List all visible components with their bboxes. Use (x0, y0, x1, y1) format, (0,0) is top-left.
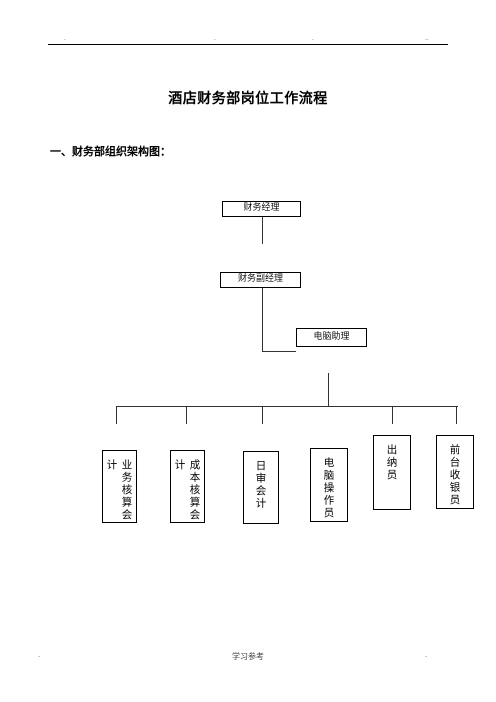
box-manager-label: 财务经理 (243, 203, 280, 213)
box-position-2: 成本核算会计 (170, 450, 205, 523)
position-label-2: 成本核算会计 (173, 459, 201, 522)
footer-left-mark: . (38, 651, 41, 659)
connector-trunk (328, 373, 329, 407)
box-assistant-label: 电脑助理 (313, 332, 350, 342)
connector-manager-deputy (262, 217, 263, 244)
document-title: 酒店财务部岗位工作流程 (168, 91, 328, 107)
connector-deputy-down (262, 288, 263, 351)
connector-bus (116, 406, 458, 407)
connector-to-assistant (262, 351, 296, 352)
box-position-5: 出纳员 (373, 435, 411, 510)
footer-right-mark: . (425, 651, 428, 659)
drop-1 (116, 406, 117, 424)
header-mark-1: . (64, 35, 66, 42)
position-label-3: 日审会计 (254, 460, 267, 510)
box-position-3: 日审会计 (243, 451, 279, 524)
drop-6 (456, 406, 457, 424)
position-label-4: 电脑操作员 (322, 457, 335, 520)
position-label-1: 业务核算会计 (105, 459, 133, 522)
box-position-1: 业务核算会计 (102, 450, 137, 523)
box-position-6: 前台收银员 (436, 435, 474, 509)
drop-3 (262, 406, 263, 424)
position-label-6: 前台收银员 (448, 444, 461, 507)
drop-5 (392, 406, 393, 424)
box-deputy-label: 财务副经理 (237, 274, 283, 284)
header-mark-4: .. (425, 35, 429, 42)
header-rule (48, 44, 448, 45)
header-mark-2: . (214, 35, 216, 42)
box-manager: 财务经理 (222, 201, 301, 217)
footer-text: 学习参考 (232, 652, 264, 661)
position-label-5: 出纳员 (385, 444, 398, 482)
box-position-4: 电脑操作员 (310, 448, 348, 522)
drop-2 (186, 406, 187, 424)
section-heading: 一、财务部组织架构图： (50, 145, 171, 158)
box-deputy: 财务副经理 (220, 272, 301, 288)
box-assistant: 电脑助理 (296, 328, 367, 347)
header-mark-3: . (312, 35, 314, 42)
